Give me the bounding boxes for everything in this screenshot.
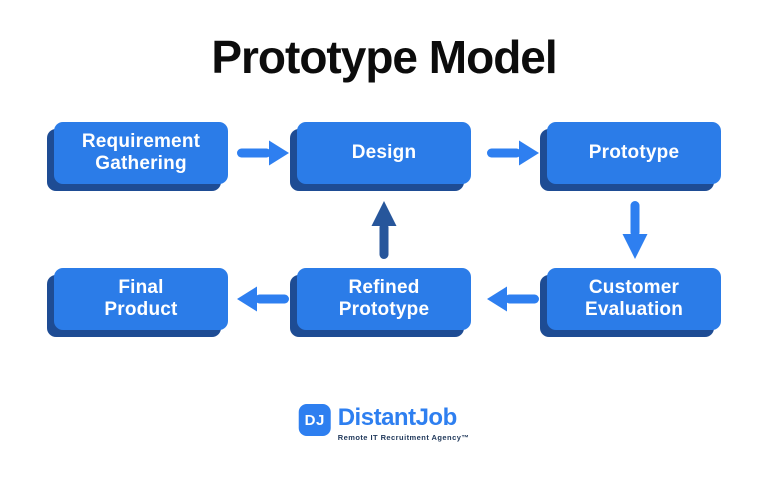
node-final-product: Final Product (54, 268, 228, 330)
node-label-line: Design (351, 141, 417, 163)
node-label-line: Evaluation (584, 299, 684, 320)
page-title: Prototype Model (211, 31, 557, 83)
logo-name: DistantJob (337, 404, 458, 431)
logo-tagline: Remote IT Recruitment Agency™ (337, 433, 470, 442)
distantjob-logo-icon: DJ (298, 404, 331, 436)
distantjob-logo: DJ DistantJob Remote IT Recruitment Agen… (298, 404, 470, 443)
node-label-line: Final (118, 276, 164, 298)
arrow-right-design-to-prototype-icon (486, 140, 540, 166)
node-refined-prototype: Refined Prototype (297, 268, 471, 330)
node-label-line: Prototype (338, 299, 430, 320)
node-label-line: Product (104, 299, 178, 320)
arrow-left-refined-prototype-to-final-product-icon (236, 286, 290, 312)
node-label-line: Gathering (95, 153, 187, 174)
node-label-line: Requirement (81, 130, 201, 152)
arrow-up-refined-prototype-to-design-icon (371, 200, 397, 260)
node-requirement-gathering: Requirement Gathering (54, 122, 228, 184)
arrow-down-prototype-to-customer-evaluation-icon (622, 200, 648, 260)
node-prototype: Prototype (547, 122, 721, 184)
arrow-right-req-to-design-icon (236, 140, 290, 166)
node-design: Design (297, 122, 471, 184)
node-label-line: Prototype (588, 141, 680, 163)
logo-monogram: DJ (304, 411, 325, 429)
node-customer-evaluation: Customer Evaluation (547, 268, 721, 330)
node-label-line: Refined (348, 276, 420, 298)
logo-text: DistantJob Remote IT Recruitment Agency™ (337, 404, 470, 443)
node-label-line: Customer (588, 276, 680, 298)
arrow-left-customer-evaluation-to-refined-prototype-icon (486, 286, 540, 312)
